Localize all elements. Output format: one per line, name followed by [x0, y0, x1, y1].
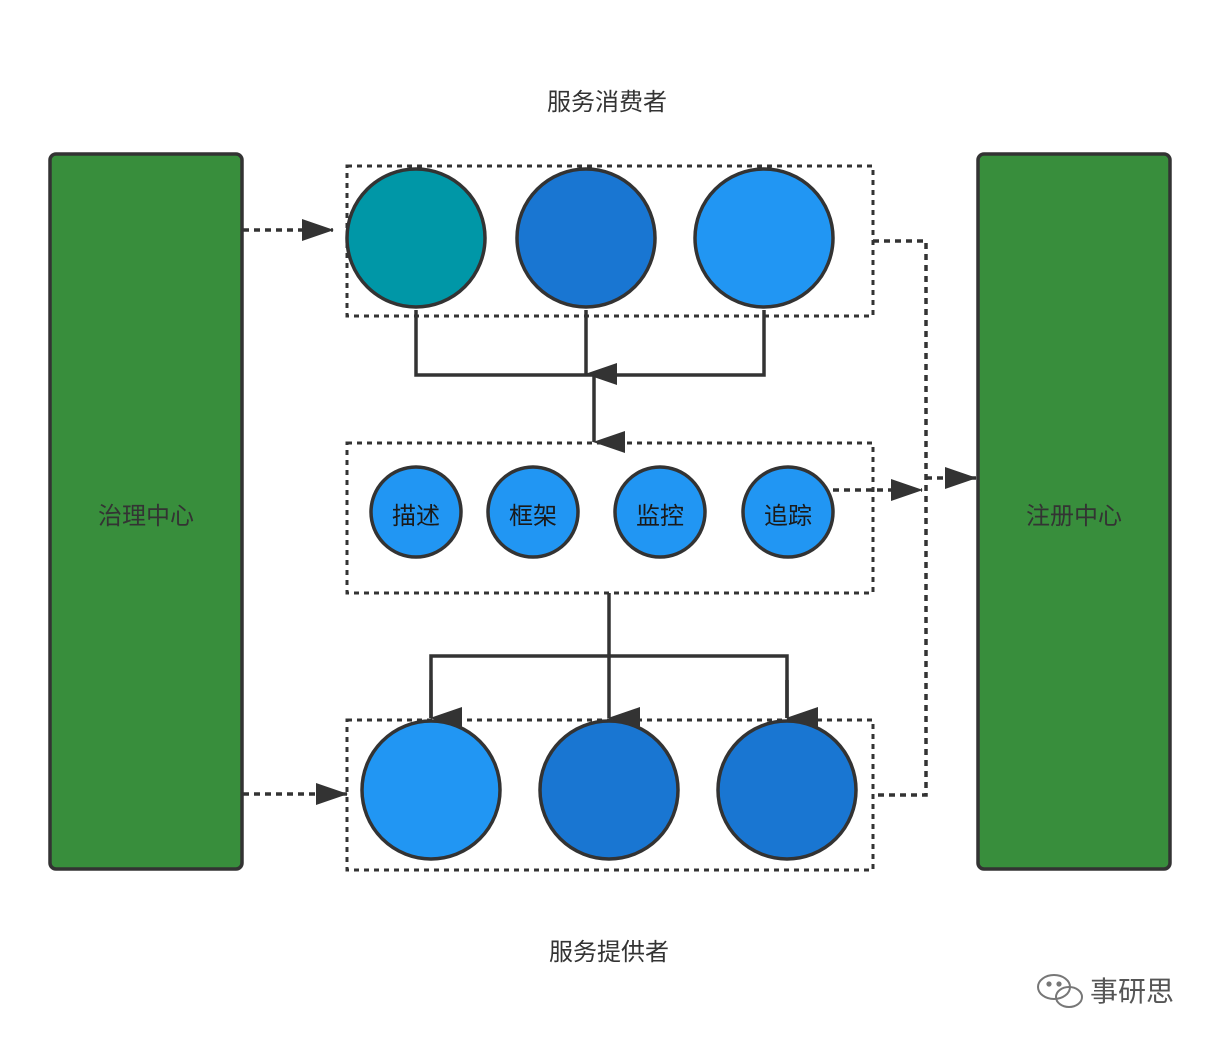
framework-node-framework: 框架 [486, 465, 580, 559]
framework-node-describe: 描述 [369, 465, 463, 559]
registry-center-label: 注册中心 [1026, 502, 1122, 530]
svg-text:监控: 监控 [636, 502, 684, 530]
consumer-to-framework-connector [414, 310, 766, 453]
svg-text:描述: 描述 [392, 502, 440, 530]
governance-center-panel: 治理中心 [48, 152, 244, 871]
groups-to-registry-connector [873, 239, 977, 797]
svg-text:追踪: 追踪 [764, 502, 812, 530]
consumer-node-1 [345, 167, 487, 309]
provider-node-3 [716, 719, 858, 861]
governance-center-label: 治理中心 [98, 502, 194, 530]
watermark: 事研思 [1037, 974, 1174, 1008]
provider-node-2 [538, 719, 680, 861]
consumer-title: 服务消费者 [547, 88, 667, 116]
provider-node-1 [360, 719, 502, 861]
wechat-icon [1037, 974, 1083, 1008]
framework-node-monitor: 监控 [613, 465, 707, 559]
consumer-node-2 [515, 167, 657, 309]
watermark-text: 事研思 [1090, 975, 1174, 1008]
framework-to-provider-connector [429, 593, 818, 729]
registry-center-panel: 注册中心 [976, 152, 1172, 871]
framework-node-trace: 追踪 [741, 465, 835, 559]
provider-title: 服务提供者 [549, 938, 669, 966]
svg-text:框架: 框架 [509, 502, 557, 530]
consumer-node-3 [693, 167, 835, 309]
